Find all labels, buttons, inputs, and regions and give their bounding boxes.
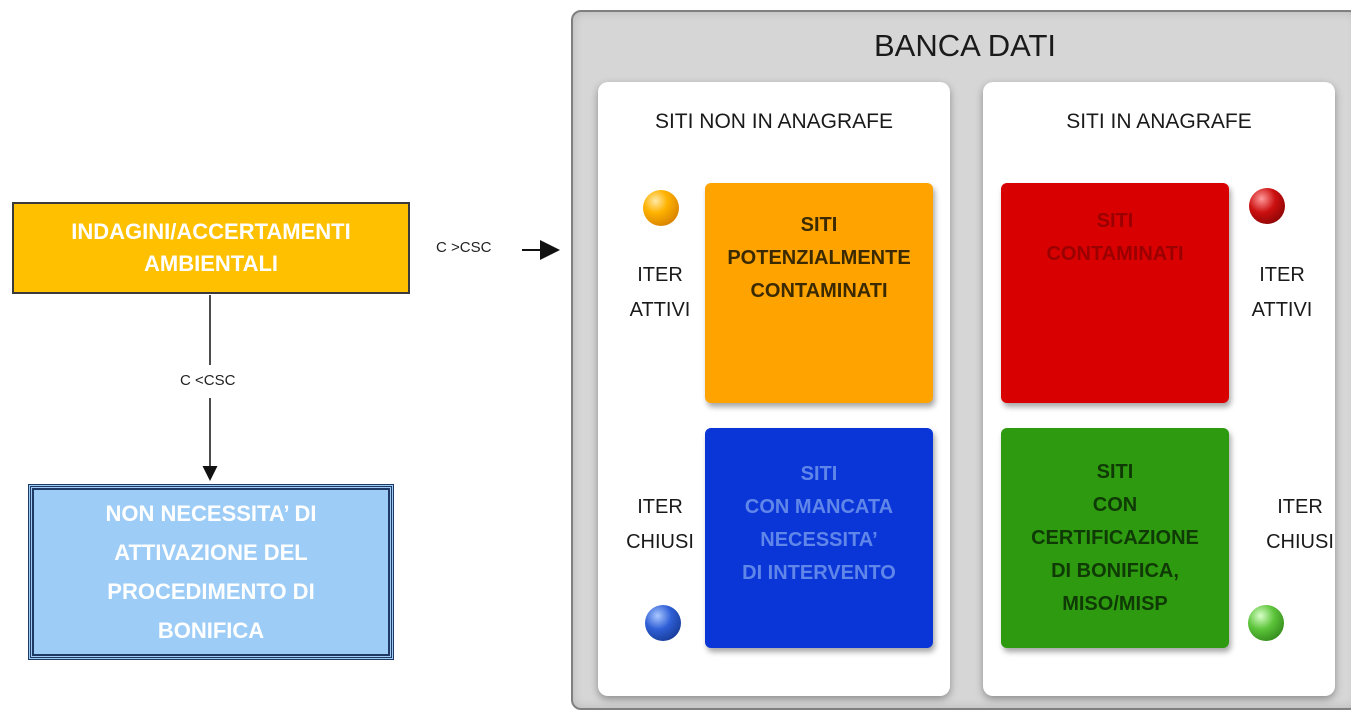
green-ball-icon <box>1248 605 1284 641</box>
iter-attivi-left: ITER ATTIVI <box>629 264 691 321</box>
non-necessita-box: NON NECESSITA’ DI ATTIVAZIONE DEL PROCED… <box>28 484 394 660</box>
box-mancata-label: SITI CON MANCATA NECESSITA’ DI INTERVENT… <box>742 463 896 584</box>
box-potenzialmente-contaminati: SITI POTENZIALMENTE CONTAMINATI <box>705 183 933 403</box>
indagini-box: INDAGINI/ACCERTAMENTI AMBIENTALI <box>12 202 410 294</box>
box-certificazione-label: SITI CON CERTIFICAZIONE DI BONIFICA, MIS… <box>1031 460 1199 615</box>
box-mancata-necessita: SITI CON MANCATA NECESSITA’ DI INTERVENT… <box>705 428 933 648</box>
condition-lt-label: C <CSC <box>180 372 236 389</box>
iter-chiusi-left: ITER CHIUSI <box>626 496 694 553</box>
banca-dati-title: BANCA DATI <box>873 28 1057 63</box>
blue-ball-icon <box>645 605 681 641</box>
iter-attivi-right: ITER ATTIVI <box>1251 264 1313 321</box>
box-potenzialmente-label: SITI POTENZIALMENTE CONTAMINATI <box>727 213 911 302</box>
box-certificazione: SITI CON CERTIFICAZIONE DI BONIFICA, MIS… <box>1001 428 1229 648</box>
box-contaminati: SITI CONTAMINATI <box>1001 183 1229 403</box>
red-ball-icon <box>1249 188 1285 224</box>
box-contaminati-label: SITI CONTAMINATI <box>1046 210 1184 265</box>
iter-chiusi-right: ITER CHIUSI <box>1266 496 1334 553</box>
panel-in-anagrafe-title: SITI IN ANAGRAFE <box>1066 110 1252 133</box>
panel-non-in-anagrafe-title: SITI NON IN ANAGRAFE <box>654 110 894 133</box>
orange-ball-icon <box>643 190 679 226</box>
condition-gt-label: C >CSC <box>436 239 492 256</box>
